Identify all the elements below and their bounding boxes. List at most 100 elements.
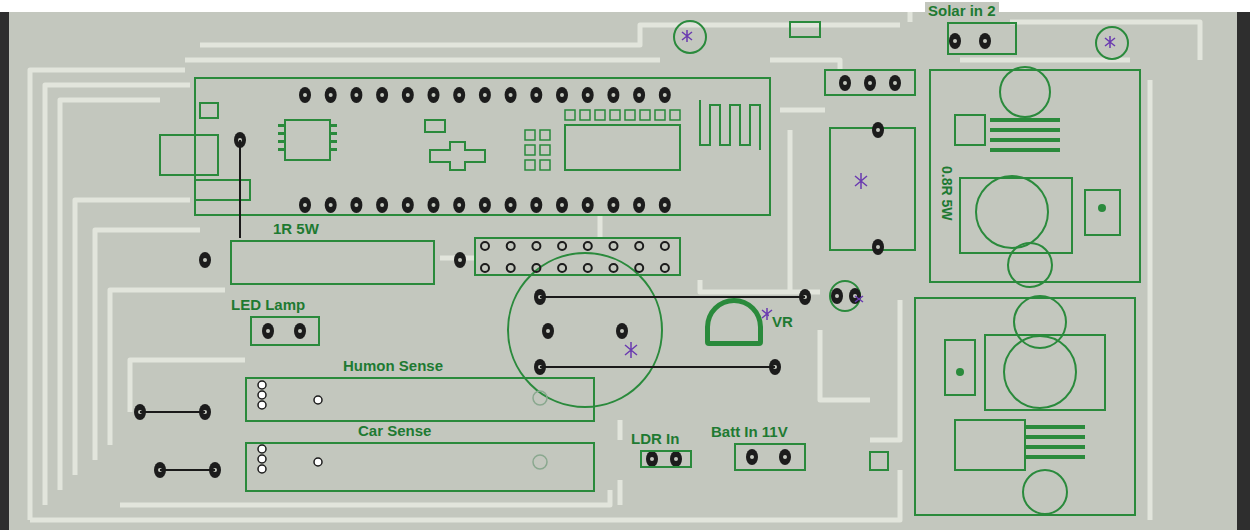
through-hole-pad: [584, 264, 592, 272]
through-hole-pad: [872, 122, 884, 138]
smd-pad: [580, 110, 590, 120]
component-outline: [1008, 243, 1052, 287]
copper-trace: [75, 200, 190, 475]
through-hole-pad: [314, 396, 322, 404]
through-hole-pad: [532, 242, 540, 250]
through-hole-pad: [453, 87, 465, 103]
component-outline: [955, 420, 1025, 470]
through-hole-pad: [483, 93, 487, 97]
through-hole-pad: [376, 197, 388, 213]
through-hole-pad: [262, 323, 274, 339]
through-hole-pad: [509, 203, 513, 207]
component-outline: [245, 442, 595, 492]
through-hole-pad: [582, 87, 594, 103]
through-hole-pad: [454, 252, 466, 268]
through-hole-pad: [659, 197, 671, 213]
component-outline: [985, 335, 1105, 410]
component-outline: [475, 238, 680, 275]
part-value: 0.8R 5W: [938, 163, 956, 223]
component-outline: [955, 115, 985, 145]
through-hole-pad: [479, 197, 491, 213]
smd-pad: [540, 145, 550, 155]
through-hole-pad: [380, 203, 384, 207]
through-hole-pad: [558, 242, 566, 250]
through-hole-pad: [586, 203, 590, 207]
through-hole-pad: [453, 197, 465, 213]
through-hole-pad: [839, 75, 851, 91]
through-hole-pad: [325, 197, 337, 213]
copper-trace: [788, 130, 793, 290]
through-hole-pad: [864, 75, 876, 91]
through-hole-pad: [376, 197, 388, 213]
smd-pad: [670, 110, 680, 120]
through-hole-pad: [530, 197, 542, 213]
through-hole-pad: [646, 451, 658, 467]
through-hole-pad: [402, 197, 414, 213]
through-hole-pad: [428, 197, 440, 213]
through-hole-pad: [607, 87, 619, 103]
through-hole-pad: [505, 197, 517, 213]
through-hole-pad: [876, 245, 880, 249]
smd-pad: [610, 110, 620, 120]
through-hole-pad: [611, 93, 615, 97]
through-hole-pad: [406, 203, 410, 207]
component-outline: [508, 253, 662, 407]
through-hole-pad: [380, 93, 384, 97]
component-outline: [1023, 470, 1067, 514]
smd-pad: [525, 110, 680, 170]
through-hole-pad: [266, 329, 270, 333]
through-hole-pad: [402, 87, 414, 103]
through-hole-pad: [607, 197, 619, 213]
through-hole-pad: [607, 87, 619, 103]
jumper-wire: [540, 366, 775, 368]
component-outline: [705, 298, 763, 346]
through-hole-pad: [586, 93, 590, 97]
component-outline: [160, 135, 218, 175]
through-hole-pad: [659, 87, 671, 103]
terminal-block: Batt In 11V: [708, 423, 806, 471]
through-hole-pad: [864, 75, 876, 91]
through-hole-pad: [611, 203, 615, 207]
sensor-module: Humon Sense: [245, 357, 595, 422]
through-hole-pad: [258, 381, 266, 389]
smd-pad: [655, 110, 665, 120]
through-hole-pad: [633, 87, 645, 103]
through-hole-pad: [530, 87, 542, 103]
through-hole-pad: [635, 242, 643, 250]
copper-trace: [110, 290, 225, 445]
copper-trace: [30, 12, 1200, 520]
smd-pad: [525, 130, 535, 140]
ldr-pads: LDR In: [628, 430, 692, 468]
pen-mark: [682, 30, 692, 42]
component-outline: [1096, 27, 1128, 59]
through-hole-pad: [663, 203, 667, 207]
through-hole-pad: [199, 252, 211, 268]
component-outline: [1004, 336, 1076, 408]
heatsink-fin: [278, 118, 1106, 459]
heatsink-fin: [330, 124, 337, 127]
heatsink-fin: [278, 140, 285, 143]
smd-pad: [640, 110, 650, 120]
board: [9, 12, 1237, 530]
through-hole-pad: [505, 87, 517, 103]
through-hole-pad: [354, 93, 358, 97]
through-hole-pad: [783, 455, 787, 459]
component-outline: [790, 22, 820, 37]
copper-trace: [120, 490, 610, 505]
through-hole-pad: [670, 451, 682, 467]
heatsink-fin: [1025, 455, 1085, 459]
through-hole-pad: [983, 39, 987, 43]
pen-mark: [855, 296, 863, 302]
component-outline: [425, 120, 445, 132]
component-outline: [230, 240, 435, 285]
through-hole-pad: [432, 93, 436, 97]
component-outline: [945, 340, 975, 395]
through-hole-pad: [843, 81, 847, 85]
through-hole-pad: [428, 87, 440, 103]
through-hole-pad: [659, 87, 671, 103]
through-hole-pad: [432, 203, 436, 207]
copper-trace: [618, 420, 623, 505]
through-hole-pad: [428, 197, 440, 213]
through-hole-pad: [635, 264, 643, 272]
